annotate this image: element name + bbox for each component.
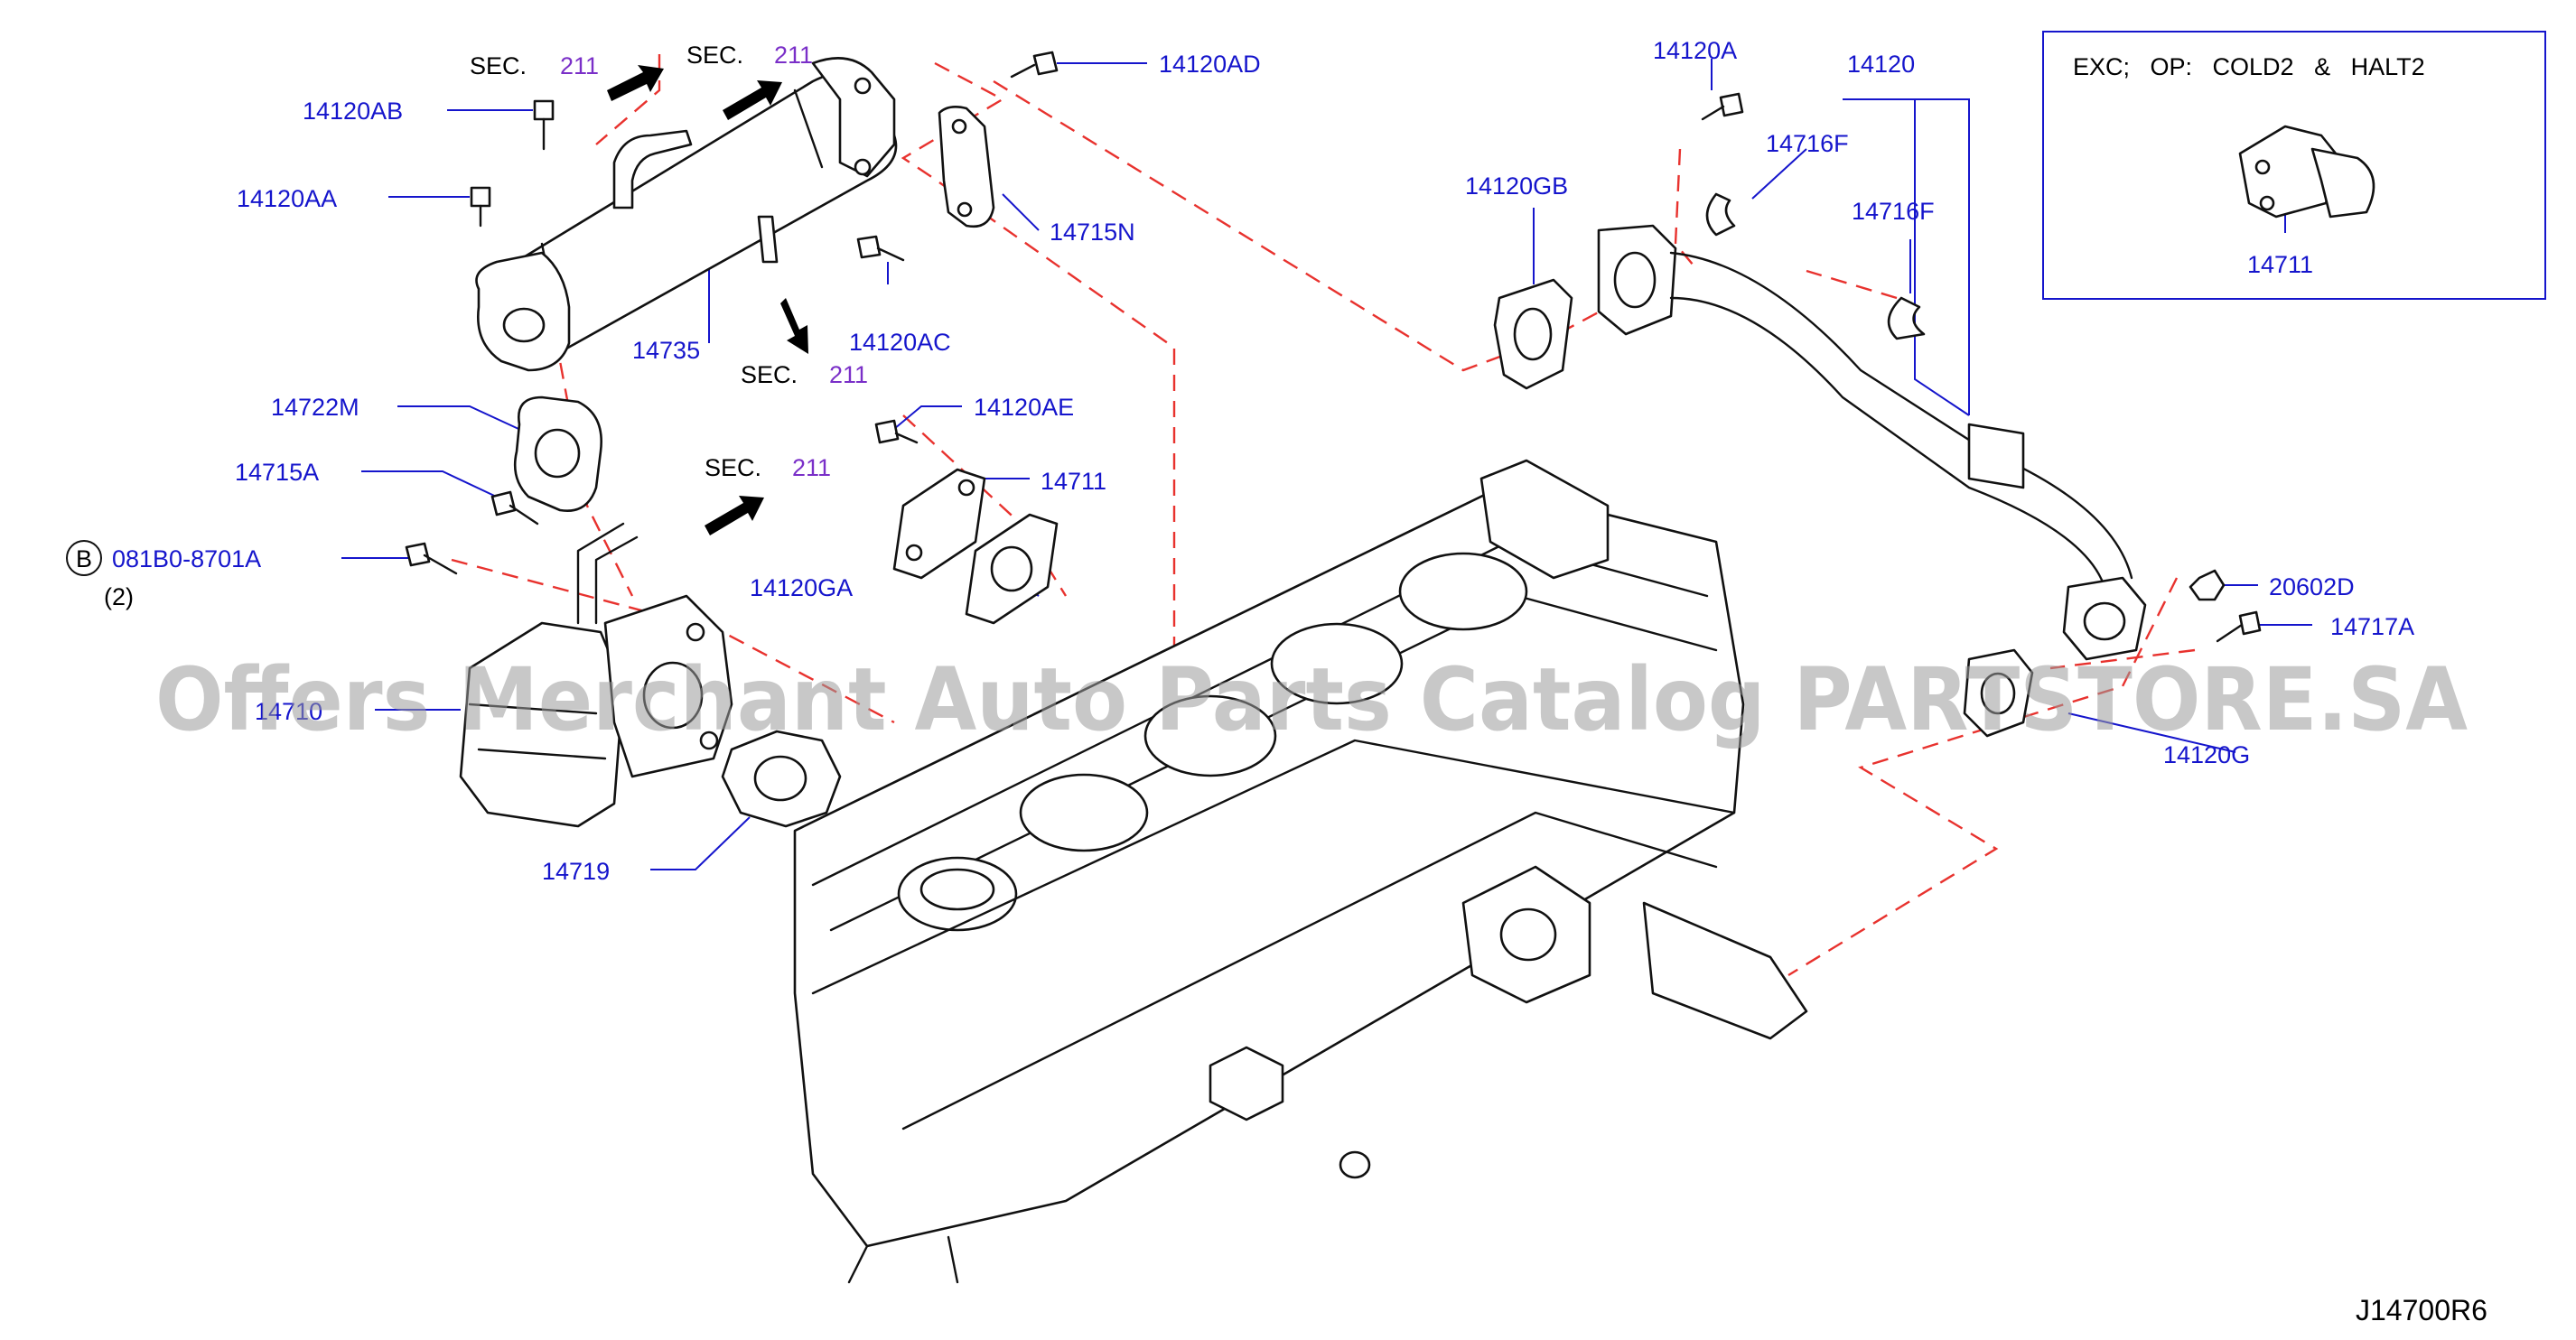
watermark: Offers Merchant Auto Parts Catalog PARTS… — [155, 649, 2468, 750]
gasket-14120ga — [965, 513, 1059, 625]
label-14719: 14719 — [542, 858, 610, 885]
gasket-14722m — [513, 395, 602, 513]
label-14711-inset: 14711 — [2247, 251, 2313, 278]
label-14120ae: 14120AE — [974, 394, 1074, 421]
egr-cooler-14735 — [475, 57, 898, 372]
label-14120g: 14120G — [2163, 741, 2250, 768]
sec-ref-3-text: SEC. — [741, 361, 798, 388]
flow-arrows — [607, 65, 808, 535]
sec-ref-1-num: 211 — [560, 52, 599, 79]
label-14710: 14710 — [255, 698, 322, 725]
label-14717a: 14717A — [2330, 613, 2414, 640]
label-14722m: 14722M — [271, 394, 359, 421]
label-14120: 14120 — [1847, 51, 1915, 78]
label-14120a: 14120A — [1653, 37, 1737, 64]
leader-lines — [341, 59, 2312, 870]
label-14716f-upper: 14716F — [1766, 130, 1849, 157]
sec-ref-1-text: SEC. — [470, 52, 527, 79]
bracket-14715n — [938, 106, 995, 228]
label-14711: 14711 — [1041, 468, 1106, 495]
label-14120ad: 14120AD — [1159, 51, 1261, 78]
clamp-14716f-upper — [1705, 192, 1736, 237]
label-14120ac: 14120AC — [849, 329, 951, 356]
egr-valve-14710 — [459, 522, 733, 828]
egr-tube-14120 — [1597, 224, 2147, 661]
cylinder-head — [793, 459, 1808, 1284]
label-14120aa: 14120AA — [237, 185, 337, 212]
sec-ref-3-num: 211 — [829, 361, 868, 388]
sec-ref-2-text: SEC. — [686, 42, 743, 69]
label-14735: 14735 — [632, 337, 700, 364]
inset-note: EXC; OP: COLD2 & HALT2 — [2073, 53, 2425, 80]
diagram-code: J14700R6 — [2356, 1294, 2487, 1326]
bolt-marker-b: B — [66, 540, 102, 576]
part-labels: 14120AB 14120AA 14722M 14715A 081B0-8701… — [104, 37, 2414, 885]
sec-ref-4-num: 211 — [792, 454, 831, 481]
label-14120ab: 14120AB — [303, 98, 403, 125]
gasket-14120gb — [1493, 278, 1573, 390]
label-qty-2: (2) — [104, 583, 134, 610]
sec-ref-4-text: SEC. — [705, 454, 761, 481]
gasket-14120g — [1963, 648, 2034, 738]
label-14715n: 14715N — [1050, 219, 1135, 246]
cover-14711 — [892, 468, 986, 580]
label-14120ga: 14120GA — [750, 574, 853, 601]
section-references: SEC. 211 SEC. 211 SEC. 211 SEC. 211 — [470, 42, 868, 481]
label-14120gb: 14120GB — [1465, 172, 1568, 200]
label-20602d: 20602D — [2269, 573, 2355, 600]
label-14716f-lower: 14716F — [1852, 198, 1935, 225]
label-081b0-8701a: 081B0-8701A — [112, 545, 261, 572]
bolt-marker-letter: B — [76, 545, 92, 572]
gasket-14719 — [721, 730, 842, 828]
sec-ref-2-num: 211 — [774, 42, 813, 69]
inset-cover-14711 — [2238, 125, 2375, 219]
inset-frame — [2042, 31, 2546, 300]
bolts — [405, 51, 2262, 643]
clamp-14716f-lower — [1887, 296, 1926, 340]
label-14715a: 14715A — [235, 459, 319, 486]
